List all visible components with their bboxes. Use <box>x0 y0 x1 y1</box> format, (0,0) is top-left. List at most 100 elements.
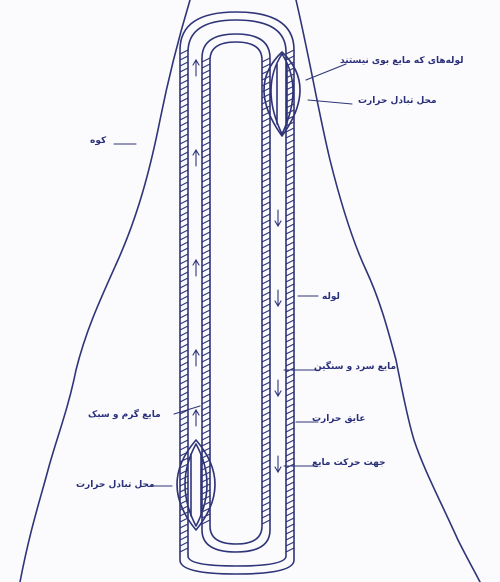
label-cold-heavy-liquid: مایع سرد و سنگین <box>314 362 397 372</box>
hatch-mark <box>179 463 189 469</box>
hatch-mark <box>179 181 189 187</box>
hatch-mark <box>285 415 295 421</box>
hatch-mark <box>201 63 211 69</box>
hatch-mark <box>201 183 211 189</box>
hatch-mark <box>201 141 211 147</box>
hatch-mark <box>261 345 271 351</box>
hatch-mark <box>285 547 295 553</box>
hatch-mark <box>179 493 189 499</box>
hatch-mark <box>261 135 271 141</box>
hatch-mark <box>261 369 271 375</box>
hatch-mark <box>201 189 211 195</box>
hatch-mark <box>179 271 189 277</box>
hatch-mark <box>201 417 211 423</box>
hatch-mark <box>179 367 189 373</box>
hatch-mark <box>179 481 189 487</box>
hatch-mark <box>261 351 271 357</box>
hatch-mark <box>285 427 295 433</box>
hatch-mark <box>201 213 211 219</box>
hatch-mark <box>179 157 189 163</box>
hatch-mark <box>261 129 271 135</box>
hatch-mark <box>285 169 295 175</box>
hatch-mark <box>179 121 189 127</box>
hatch-mark <box>261 303 271 309</box>
hatch-mark <box>179 475 189 481</box>
hatch-mark <box>285 199 295 205</box>
hatch-mark <box>285 529 295 535</box>
hatch-mark <box>201 231 211 237</box>
hatch-mark <box>201 375 211 381</box>
hatch-mark <box>285 313 295 319</box>
hatch-mark <box>201 201 211 207</box>
hatch-mark <box>179 241 189 247</box>
hatch-mark <box>285 235 295 241</box>
hatch-mark <box>285 127 295 133</box>
hatch-mark <box>201 399 211 405</box>
hatch-mark <box>285 403 295 409</box>
hatch-mark <box>261 423 271 429</box>
hatch-mark <box>201 111 211 117</box>
hatch-mark <box>261 375 271 381</box>
hatch-mark <box>179 217 189 223</box>
hatch-mark <box>261 399 271 405</box>
hatch-mark <box>261 243 271 249</box>
hatch-mark <box>261 123 271 129</box>
hatch-mark <box>261 57 271 63</box>
hatch-mark <box>285 253 295 259</box>
top-heat-exchanger <box>263 51 301 137</box>
hatch-mark <box>179 373 189 379</box>
hatch-mark <box>261 447 271 453</box>
hatch-mark <box>201 267 211 273</box>
hatch-mark <box>201 297 211 303</box>
hatch-mark <box>285 433 295 439</box>
hatch-mark <box>285 241 295 247</box>
hatch-mark <box>179 349 189 355</box>
hatch-mark <box>285 247 295 253</box>
hatch-mark <box>179 85 189 91</box>
hatch-mark <box>201 291 211 297</box>
hatch-mark <box>179 283 189 289</box>
hatch-mark <box>179 175 189 181</box>
hatch-mark <box>201 321 211 327</box>
hatch-mark <box>285 49 295 55</box>
hatch-mark <box>179 427 189 433</box>
hatch-mark <box>179 439 189 445</box>
hatch-mark <box>179 253 189 259</box>
hatch-mark <box>261 171 271 177</box>
hatch-mark <box>201 219 211 225</box>
hatch-mark <box>285 535 295 541</box>
hatch-mark <box>179 415 189 421</box>
hatch-mark <box>285 301 295 307</box>
hatch-mark <box>285 211 295 217</box>
hatch-mark <box>179 301 189 307</box>
hatch-mark <box>201 273 211 279</box>
arrow-up-icon <box>192 148 200 167</box>
hatch-mark <box>261 363 271 369</box>
hatch-mark <box>285 517 295 523</box>
hatch-mark <box>201 249 211 255</box>
hatch-mark <box>261 453 271 459</box>
arrow-up-icon <box>192 348 200 367</box>
hatch-mark <box>179 103 189 109</box>
hatch-mark <box>285 307 295 313</box>
hatch-mark <box>285 439 295 445</box>
hatch-mark <box>179 535 189 541</box>
hatch-mark <box>261 261 271 267</box>
hatch-mark <box>261 483 271 489</box>
hatch-mark <box>201 165 211 171</box>
hatch-mark <box>201 99 211 105</box>
hatch-mark <box>179 295 189 301</box>
hatch-mark <box>261 333 271 339</box>
hatch-mark <box>179 55 189 61</box>
hatch-mark <box>285 163 295 169</box>
hatch-mark <box>261 459 271 465</box>
label-flow-direction: جهت حرکت مایع <box>312 458 386 468</box>
hatch-mark <box>261 81 271 87</box>
hatch-mark <box>201 333 211 339</box>
hatch-mark <box>261 435 271 441</box>
hatch-mark <box>261 285 271 291</box>
leader-lines <box>113 63 353 487</box>
hatch-mark <box>261 507 271 513</box>
hatch-mark <box>179 247 189 253</box>
hatch-mark <box>285 409 295 415</box>
